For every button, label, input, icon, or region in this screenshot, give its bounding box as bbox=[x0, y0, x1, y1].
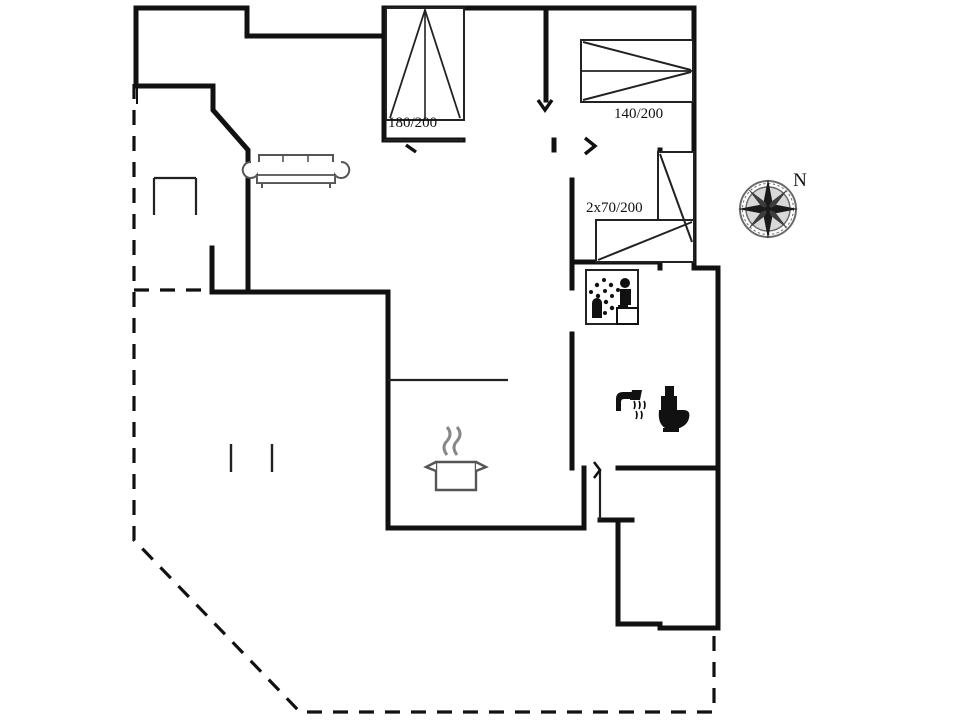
bed-140-200-label: 140/200 bbox=[614, 106, 663, 122]
toilet-icon bbox=[658, 386, 690, 432]
bed-180-200: 180/200 bbox=[385, 7, 465, 131]
terrace-outline bbox=[132, 84, 716, 714]
sauna-icon bbox=[585, 269, 639, 325]
cooking-pot-icon bbox=[423, 426, 489, 492]
interior-walls bbox=[209, 5, 721, 627]
terrace-step-marks bbox=[229, 444, 274, 472]
door-markers bbox=[136, 86, 602, 479]
sofa-icon bbox=[241, 154, 351, 188]
thin-detail-lines bbox=[152, 138, 602, 520]
compass-north-label: N bbox=[793, 170, 807, 191]
bed-140-200: 140/200 bbox=[580, 39, 694, 122]
compass-rose-icon bbox=[738, 179, 798, 239]
bed-180-200-label: 180/200 bbox=[388, 115, 437, 131]
bed-bunk-label: 2x70/200 bbox=[586, 200, 643, 216]
bed-bunk-2x70-200: 2x70/200 bbox=[586, 151, 695, 263]
shower-icon bbox=[616, 390, 646, 420]
